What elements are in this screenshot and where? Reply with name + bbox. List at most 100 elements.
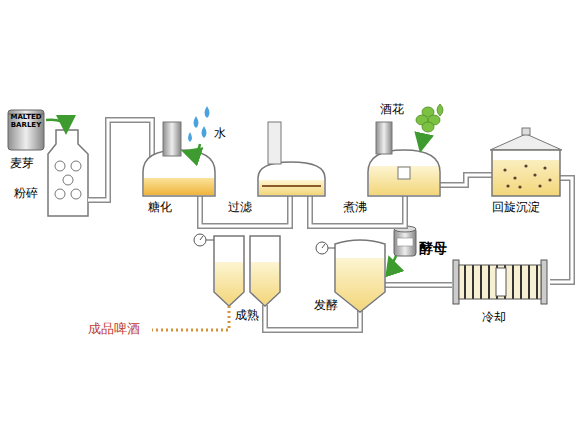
pipe-wall [550, 178, 572, 282]
lauter-tun [258, 122, 325, 196]
whirlpool-part-part [533, 173, 536, 176]
mill [48, 130, 88, 216]
pipe-wall [88, 120, 152, 200]
fermenter-part [336, 258, 384, 311]
ingredient-arrow [390, 256, 396, 262]
pipe-wall [200, 217, 290, 226]
cooler-part [541, 260, 547, 304]
mill-part [71, 189, 81, 199]
pipe-wall [444, 175, 488, 185]
maturation-tanks-part [251, 262, 279, 305]
cooler-part [496, 268, 506, 296]
whirlpool-part-part [503, 168, 506, 171]
tank-node: 发酵 [312, 236, 387, 316]
hops-part [422, 122, 434, 132]
fermenter-part [335, 240, 385, 312]
mill-node: 粉碎 [48, 130, 88, 218]
kettle-part [368, 150, 440, 196]
whirlpool [490, 128, 562, 196]
lauter-tun-part [258, 162, 325, 196]
ingredient-arrow [186, 144, 200, 153]
maturation-tanks-part [200, 236, 203, 240]
pipe [444, 175, 488, 185]
lauter-tun-part [258, 162, 325, 196]
text-label: 成品啤酒 [88, 321, 140, 337]
lauter-tun-part [259, 180, 324, 195]
maturation-tanks-part [250, 236, 280, 306]
pipe [310, 217, 405, 226]
maturation-tanks-part [215, 262, 243, 305]
product-pipe [152, 306, 229, 330]
pipe-wall [310, 217, 405, 226]
maturation-tanks-part [214, 236, 244, 306]
arrow-line [46, 120, 66, 130]
pipe-wall [387, 282, 452, 288]
maturation-tanks-part [250, 236, 280, 306]
whirlpool-part-part [518, 185, 521, 188]
cooler-part [459, 265, 541, 299]
pipe-wall [88, 120, 152, 200]
pipe-wall [200, 217, 290, 226]
vessel-node: 糖化 [140, 148, 220, 218]
node-label: 粉碎 [14, 186, 38, 200]
lauter-tun-part [268, 122, 281, 164]
node-label: 糖化 [148, 200, 172, 214]
lauter-tun-part [262, 185, 321, 187]
mill-part [55, 161, 65, 171]
maturation-tanks-part [194, 234, 206, 246]
cooler [453, 260, 547, 304]
whirlpool-part [503, 164, 551, 188]
maturation-tanks [194, 234, 280, 306]
tank-node: 成熟 [212, 230, 282, 326]
maturation-tanks-part [206, 240, 214, 241]
whirlpool-part-part [538, 184, 541, 187]
mill-part [63, 175, 73, 185]
cooler-node: 冷却 [452, 258, 550, 328]
node-label: 煮沸 [343, 200, 367, 214]
mash-tun-part [143, 150, 215, 196]
pipe-wall [550, 178, 572, 282]
text-label: 酵母 [419, 240, 447, 257]
pipe [387, 285, 452, 286]
whirlpool-part [490, 134, 562, 150]
water-drops-part [194, 116, 199, 128]
pipe-wall [387, 284, 452, 287]
vessel-node: 煮沸 [340, 148, 444, 218]
vessel-node: 过滤 [222, 156, 328, 217]
pipe-wall [265, 316, 360, 330]
mill-part [55, 189, 65, 199]
kettle-part [398, 167, 410, 179]
water-drops-part [188, 132, 192, 142]
tank-node: 回旋沉淀 [488, 130, 564, 218]
yeast-can [394, 226, 416, 256]
mash-tun-part [144, 178, 214, 195]
yeast-can-part [397, 238, 413, 246]
malt-bag-node: MALTED BARLEY 麦芽 [6, 108, 46, 172]
whirlpool-part-part [524, 164, 527, 167]
mill-part [48, 130, 88, 216]
whirlpool-part [522, 128, 530, 135]
pipe-wall [310, 217, 405, 226]
pipe-wall [444, 175, 488, 185]
node-label: MALTED BARLEY [8, 113, 44, 129]
mash-tun-part [163, 122, 181, 156]
kettle [368, 122, 440, 196]
pipe [88, 120, 152, 200]
whirlpool-part [493, 151, 559, 160]
whirlpool-part-part [543, 166, 546, 169]
pipe [550, 178, 572, 282]
ingredient-arrow [46, 120, 66, 130]
pipe [265, 316, 360, 330]
node-label: 麦芽 [10, 156, 34, 170]
node-label: 成熟 [235, 308, 259, 322]
node-label: 发酵 [314, 298, 338, 312]
node-label: 回旋沉淀 [492, 200, 540, 214]
water-drops-part [205, 106, 210, 118]
kettle-part [368, 150, 440, 196]
pipe [200, 217, 290, 226]
mash-tun-part [143, 150, 215, 196]
ingredient-arrow [421, 134, 424, 148]
node-label: 过滤 [228, 200, 252, 214]
